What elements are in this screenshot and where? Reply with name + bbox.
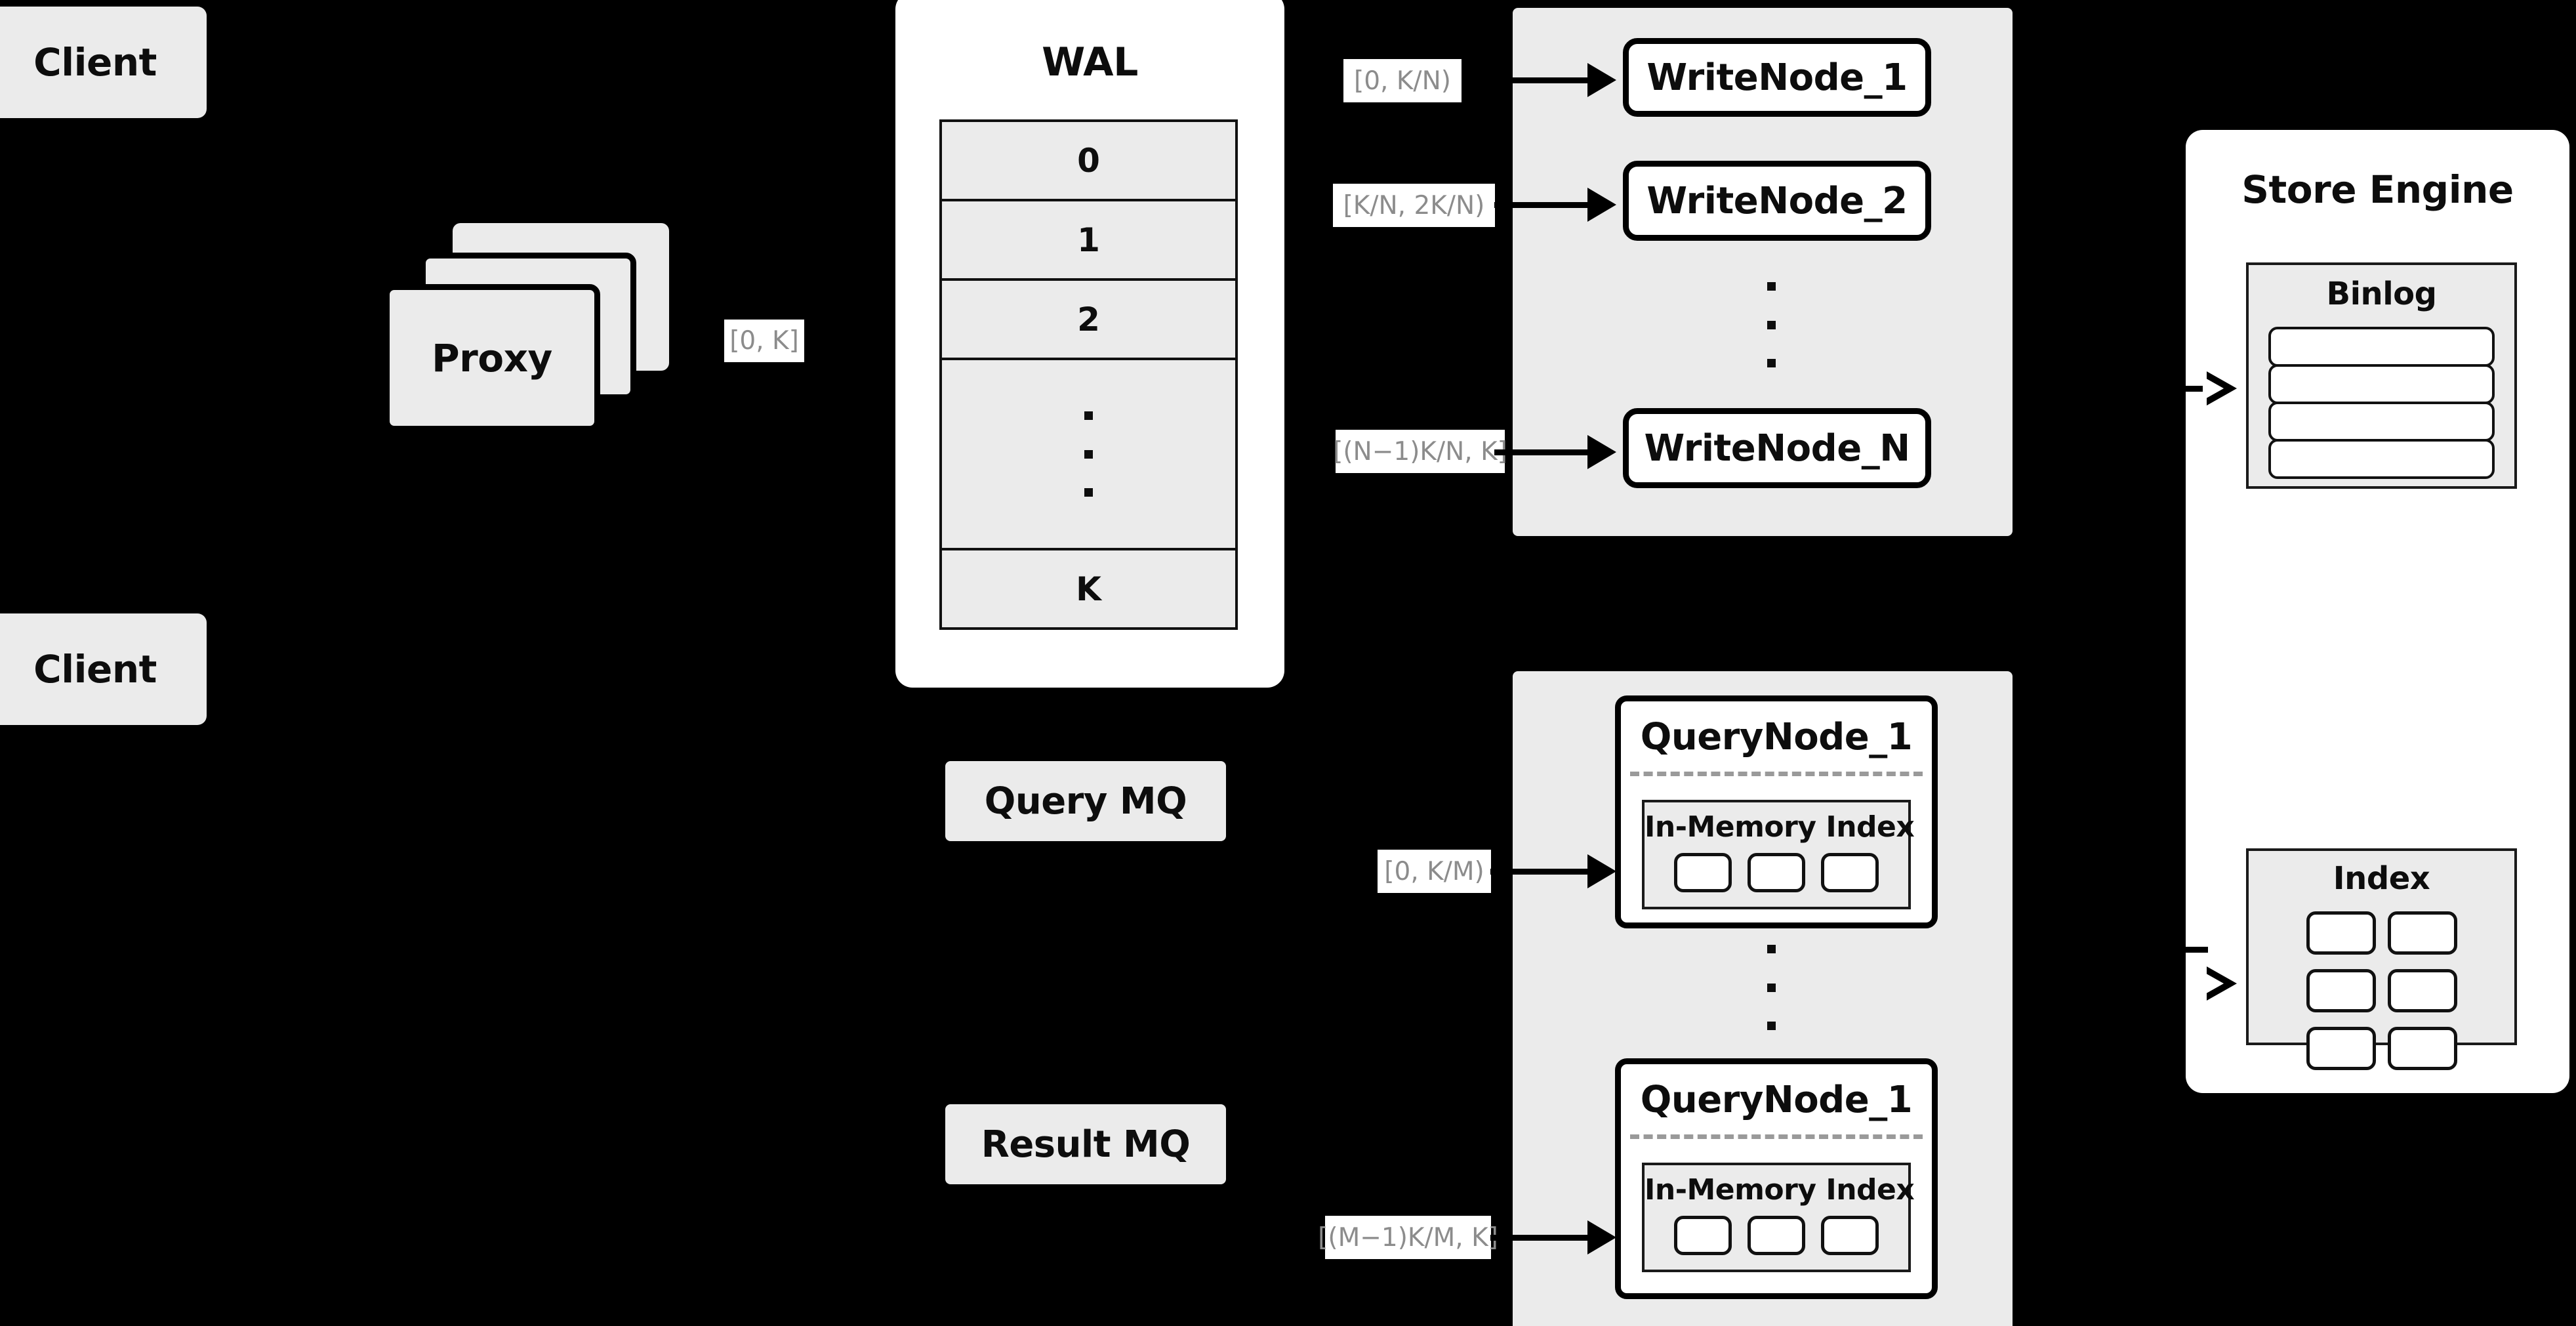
query-node-label: QueryNode_1: [1640, 1079, 1913, 1121]
index-arrow-line: [2178, 947, 2208, 953]
query-node-separator: [1630, 1134, 1923, 1139]
write-node-range-label-2: [K/N, 2K/N): [1333, 184, 1495, 227]
write-node-label: WriteNode_N: [1644, 426, 1910, 470]
write-node-arrow-line-2: [1494, 202, 1593, 208]
binlog-title: Binlog: [2326, 276, 2438, 312]
binlog-row[interactable]: [2268, 364, 2495, 404]
binlog-arrow-head: [2203, 371, 2237, 405]
write-node-label: WriteNode_1: [1646, 56, 1908, 99]
wal-slot-list: 0 1 2 K: [939, 119, 1238, 630]
in-memory-index-box[interactable]: In-Memory Index: [1642, 1163, 1915, 1272]
write-node-arrow-head-3: [1587, 435, 1616, 469]
store-engine-title: Store Engine: [2241, 167, 2514, 212]
index-cell[interactable]: [2387, 911, 2457, 955]
result-mq-label: Result MQ: [981, 1123, 1191, 1166]
in-memory-index-cells: [1645, 1216, 1908, 1255]
write-node-arrow-head-1: [1587, 63, 1616, 97]
index-cell[interactable]: [2387, 1027, 2457, 1070]
wal-slot[interactable]: K: [939, 548, 1238, 630]
index-cell[interactable]: [2306, 969, 2376, 1012]
proxy-card[interactable]: Proxy: [384, 284, 600, 432]
binlog-row-list: [2268, 327, 2495, 479]
in-memory-index-box[interactable]: In-Memory Index: [1642, 800, 1915, 909]
wal-slot[interactable]: 0: [939, 119, 1238, 201]
query-node-separator: [1630, 772, 1923, 776]
in-memory-index-cell[interactable]: [1748, 1216, 1805, 1255]
client-box-1[interactable]: Client: [0, 7, 207, 118]
write-node-arrow-head-2: [1587, 188, 1616, 222]
query-node-arrow-line-2: [1490, 1235, 1593, 1241]
index-box[interactable]: Index: [2246, 848, 2517, 1070]
in-memory-index-title: In-Memory Index: [1645, 810, 1915, 844]
binlog-box[interactable]: Binlog: [2246, 262, 2517, 489]
write-node-range-label-3: [(N−1)K/N, K]: [1333, 430, 1507, 473]
write-node-arrow-line-3: [1494, 449, 1593, 455]
client-label: Client: [33, 40, 157, 85]
write-node-vertical-ellipsis-icon: [1767, 282, 1776, 367]
proxy-label: Proxy: [432, 335, 552, 381]
result-mq-box[interactable]: Result MQ: [945, 1104, 1226, 1184]
binlog-row[interactable]: [2268, 402, 2495, 442]
query-mq-label: Query MQ: [984, 779, 1187, 823]
wal-slot[interactable]: 2: [939, 278, 1238, 360]
index-arrow-head: [2203, 966, 2237, 1001]
binlog-row[interactable]: [2268, 439, 2495, 479]
query-node-range-label-1: [0, K/M): [1378, 850, 1491, 893]
index-cell[interactable]: [2387, 969, 2457, 1012]
binlog-arrow-line: [2178, 386, 2208, 392]
write-node-2[interactable]: WriteNode_2: [1623, 161, 1931, 241]
query-node-range-label-2: [(M−1)K/M, K]: [1318, 1216, 1498, 1259]
client-box-2[interactable]: Client: [0, 613, 207, 725]
in-memory-index-cell[interactable]: [1748, 853, 1805, 892]
write-node-label: WriteNode_2: [1646, 179, 1908, 222]
query-node-label: QueryNode_1: [1640, 716, 1913, 758]
in-memory-index-cells: [1645, 853, 1908, 892]
proxy-range-label: [0, K]: [724, 320, 804, 362]
vertical-ellipsis-icon: [1084, 411, 1093, 497]
query-node-1[interactable]: QueryNode_1 In-Memory Index: [1615, 695, 1938, 928]
index-title: Index: [2333, 860, 2430, 897]
in-memory-index-cell[interactable]: [1821, 853, 1879, 892]
query-node-vertical-ellipsis-icon: [1767, 945, 1776, 1030]
query-node-arrow-head-2: [1587, 1220, 1616, 1254]
in-memory-index-cell[interactable]: [1674, 853, 1732, 892]
index-cell[interactable]: [2306, 911, 2376, 955]
query-node-arrow-line-1: [1490, 869, 1593, 875]
write-node-1[interactable]: WriteNode_1: [1623, 38, 1931, 117]
write-node-n[interactable]: WriteNode_N: [1623, 408, 1931, 488]
index-cell[interactable]: [2306, 1027, 2376, 1070]
index-cell-grid: [2249, 911, 2514, 1070]
wal-slot-ellipsis: [939, 358, 1238, 550]
write-node-range-label-1: [0, K/N): [1343, 59, 1462, 102]
in-memory-index-cell[interactable]: [1674, 1216, 1732, 1255]
in-memory-index-cell[interactable]: [1821, 1216, 1879, 1255]
query-node-2[interactable]: QueryNode_1 In-Memory Index: [1615, 1058, 1938, 1299]
query-mq-box[interactable]: Query MQ: [945, 761, 1226, 841]
wal-slot[interactable]: 1: [939, 199, 1238, 281]
client-label: Client: [33, 647, 157, 692]
in-memory-index-title: In-Memory Index: [1645, 1173, 1915, 1207]
binlog-row[interactable]: [2268, 327, 2495, 367]
write-node-arrow-line-1: [1494, 77, 1593, 83]
wal-title: WAL: [1042, 39, 1138, 85]
query-node-arrow-head-1: [1587, 854, 1616, 888]
